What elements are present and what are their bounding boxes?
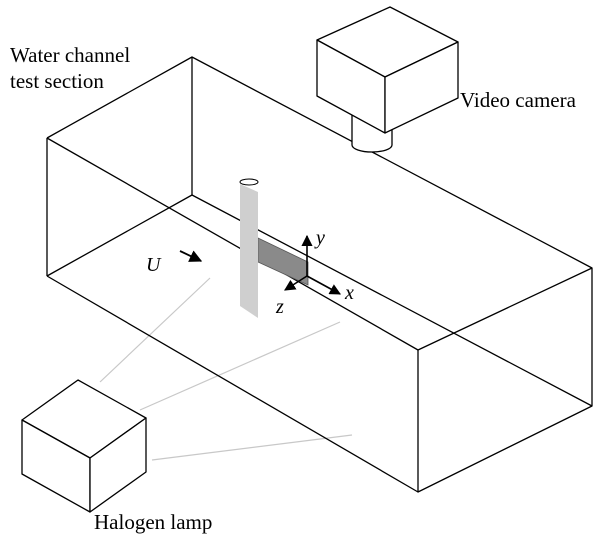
- x-axis-arrow: [306, 275, 341, 295]
- flow-arrow: [179, 250, 203, 262]
- video-camera: [316, 6, 459, 153]
- cylinder-model: [239, 178, 259, 318]
- water-channel-label-line1: Water channel: [10, 43, 130, 67]
- z-axis-label: z: [275, 296, 284, 318]
- coordinate-axes: [284, 234, 341, 295]
- halogen-lamp: [21, 379, 147, 513]
- y-axis-label: y: [314, 227, 325, 249]
- light-beams: [99, 277, 353, 461]
- flow-velocity-symbol: U: [146, 254, 162, 276]
- x-axis-label: x: [344, 282, 354, 304]
- halogen-lamp-label: Halogen lamp: [94, 510, 212, 534]
- video-camera-label: Video camera: [460, 88, 577, 112]
- z-axis-arrow: [284, 275, 308, 291]
- laser-sheet: [257, 237, 309, 286]
- water-channel-label-line2: test section: [10, 69, 104, 93]
- water-channel-box: [46, 56, 593, 493]
